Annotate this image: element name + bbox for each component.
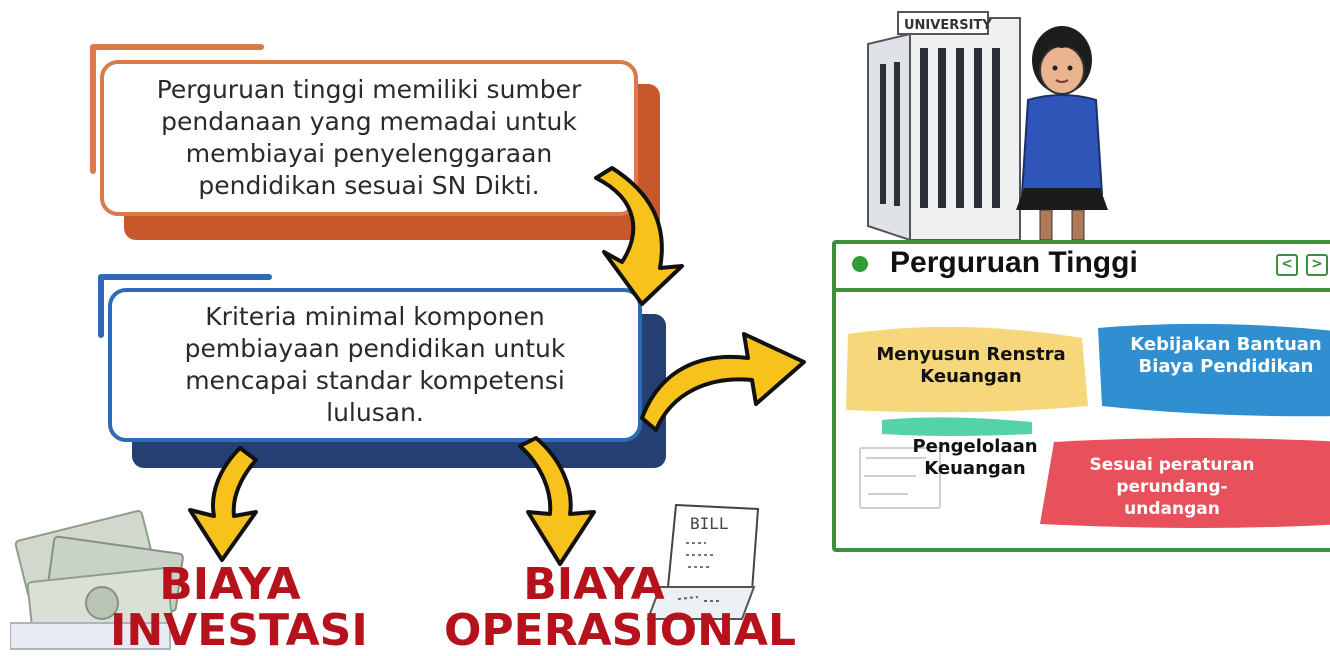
middle-card-accent-line [100, 274, 272, 280]
item-pengelolaan-keuangan-text: Pengelolaan Keuangan [912, 436, 1038, 479]
item-kebijakan-bantuan: Kebijakan Bantuan Biaya Pendidikan [1116, 334, 1330, 378]
top-card-text: Perguruan tinggi memiliki sumber pendana… [156, 75, 582, 200]
item-menyusun-renstra-text: Menyusun Renstra Keuangan [876, 344, 1066, 387]
university-illustration: UNIVERSITY [867, 11, 1108, 242]
bill-illustration: BILL [646, 503, 760, 620]
item-pengelolaan-keuangan: Pengelolaan Keuangan [900, 436, 1050, 480]
window-title-bar: Perguruan Tinggi < > [836, 244, 1330, 292]
label-biaya-investasi-text: BIAYA INVESTASI [110, 559, 368, 656]
label-biaya-investasi: BIAYA INVESTASI [110, 562, 368, 654]
window-title: Perguruan Tinggi [890, 246, 1138, 279]
chevron-right-icon[interactable]: > [1306, 254, 1328, 276]
arrow-to-investasi [188, 446, 258, 562]
top-card: Perguruan tinggi memiliki sumber pendana… [100, 60, 638, 216]
item-menyusun-renstra: Menyusun Renstra Keuangan [866, 344, 1076, 388]
middle-card-text: Kriteria minimal komponen pembiayaan pen… [184, 302, 566, 427]
arrow-down-to-criteria [594, 166, 684, 306]
top-card-accent-line [92, 44, 264, 50]
label-biaya-operasional: BIAYA OPERASIONAL [444, 562, 796, 654]
top-card-accent-left [90, 44, 96, 174]
window-brush-strokes [846, 323, 1330, 528]
arrow-right-to-window [640, 332, 806, 432]
chevron-left-icon[interactable]: < [1276, 254, 1298, 276]
status-dot-icon [852, 256, 868, 272]
item-sesuai-peraturan-text: Sesuai peraturan perundang-undangan [1089, 455, 1255, 519]
arrow-to-operasional [518, 436, 596, 566]
middle-card-accent-left [98, 274, 104, 338]
item-sesuai-peraturan: Sesuai peraturan perundang-undangan [1072, 454, 1272, 520]
bill-title: BILL [690, 514, 729, 533]
building-sign: UNIVERSITY [904, 18, 992, 33]
money-illustration [10, 509, 184, 650]
perguruan-tinggi-window: Perguruan Tinggi < > Menyusun Renstra Ke… [832, 240, 1330, 552]
item-kebijakan-bantuan-text: Kebijakan Bantuan Biaya Pendidikan [1130, 334, 1322, 377]
person-illustration [1016, 26, 1108, 241]
label-biaya-operasional-text: BIAYA OPERASIONAL [444, 559, 797, 656]
middle-card: Kriteria minimal komponen pembiayaan pen… [108, 288, 642, 442]
